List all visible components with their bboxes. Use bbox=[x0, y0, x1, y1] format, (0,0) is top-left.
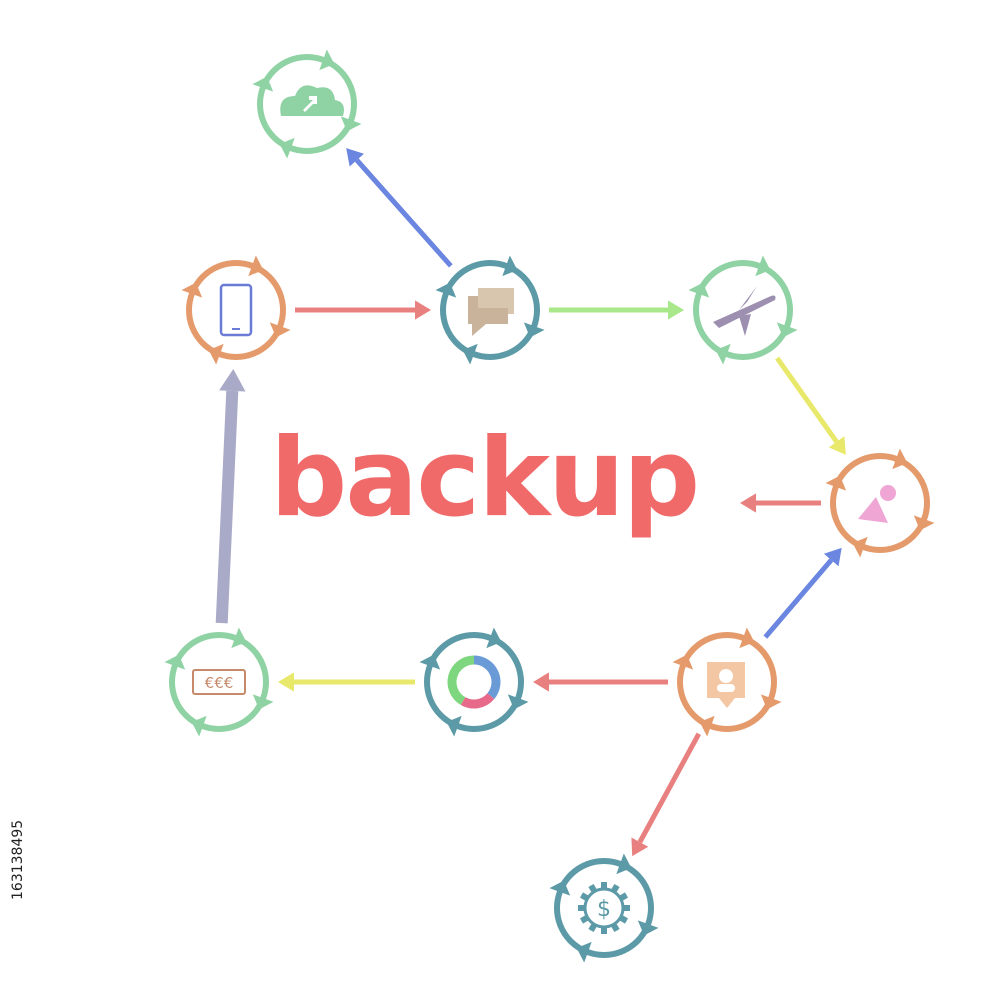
node-image-ring bbox=[825, 448, 935, 558]
arrow-user-card-to-dollar bbox=[631, 732, 701, 857]
arrow-image-to-title bbox=[740, 493, 821, 513]
svg-text:€€€: €€€ bbox=[205, 674, 234, 692]
arrow-chat-to-airplane bbox=[549, 300, 684, 320]
dollar-gear-icon: $ bbox=[578, 882, 630, 934]
node-chat bbox=[435, 255, 545, 365]
stock-id-label: 163138495 bbox=[10, 819, 26, 900]
node-user-card-ring bbox=[672, 627, 782, 737]
node-image bbox=[825, 448, 935, 558]
node-dollar-ring bbox=[549, 853, 659, 963]
node-airplane-ring bbox=[688, 255, 798, 365]
node-donut-chart-ring bbox=[419, 627, 529, 737]
euro-note-icon: €€€ bbox=[192, 669, 246, 695]
node-euro: €€€ bbox=[164, 627, 274, 737]
arrow-donut-chart-to-euro bbox=[278, 672, 415, 692]
svg-text:$: $ bbox=[597, 897, 611, 922]
airplane-icon bbox=[713, 286, 776, 336]
arrow-tablet-to-chat bbox=[295, 300, 431, 320]
user-badge-icon bbox=[707, 662, 745, 708]
node-tablet bbox=[181, 255, 291, 365]
node-donut-chart bbox=[419, 627, 529, 737]
chat-bubble-icon bbox=[468, 288, 514, 336]
arrow-airplane-to-image bbox=[775, 356, 846, 455]
arrow-euro-to-tablet bbox=[215, 368, 246, 624]
node-chat-ring bbox=[435, 255, 545, 365]
node-tablet-ring bbox=[181, 255, 291, 365]
node-user-card bbox=[672, 627, 782, 737]
image-icon bbox=[858, 485, 896, 523]
node-euro-ring bbox=[164, 627, 274, 737]
donut-chart-icon bbox=[447, 655, 501, 709]
node-airplane bbox=[688, 255, 798, 365]
node-cloud-sync bbox=[252, 49, 362, 159]
arrow-user-card-to-image bbox=[763, 547, 842, 639]
cloud-upload-icon bbox=[280, 85, 344, 116]
arrow-chat-to-cloud-sync bbox=[346, 148, 453, 268]
node-dollar: $ bbox=[549, 853, 659, 963]
tablet-icon bbox=[219, 283, 253, 337]
node-cloud-sync-ring bbox=[252, 49, 362, 159]
diagram-title: backup bbox=[270, 416, 700, 541]
arrow-user-card-to-donut-chart bbox=[533, 672, 668, 692]
